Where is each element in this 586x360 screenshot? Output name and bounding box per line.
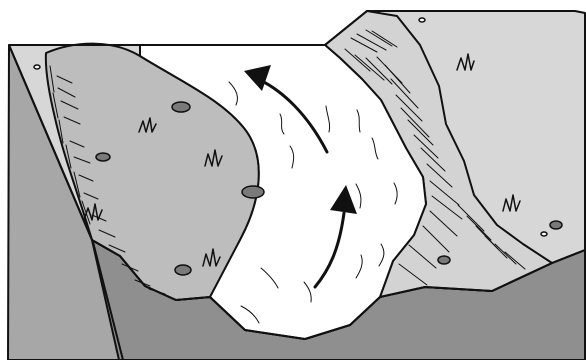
- rock-2: [96, 153, 110, 161]
- rock-6: [550, 221, 562, 229]
- rock-4: [175, 265, 191, 275]
- small-stone-2: [419, 18, 425, 22]
- rock-5: [438, 256, 450, 264]
- rock-3: [242, 186, 264, 198]
- small-stone-3: [541, 232, 547, 236]
- rock-1: [172, 102, 190, 112]
- small-stone-1: [34, 65, 40, 69]
